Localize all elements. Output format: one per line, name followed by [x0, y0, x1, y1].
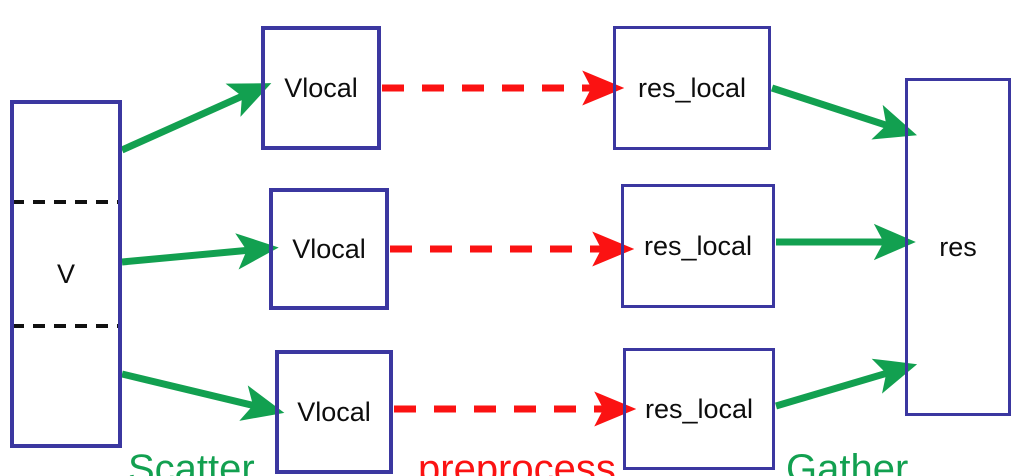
res-local-box-row-1[interactable]: res_local: [613, 26, 771, 150]
vlocal-box-row-1[interactable]: Vlocal: [261, 26, 381, 150]
result-vector-res[interactable]: res: [905, 78, 1011, 416]
res-local-box-row-3[interactable]: res_local: [623, 348, 775, 470]
res-local-box-row-2[interactable]: res_local: [621, 184, 775, 308]
gather-arrow-row-1: [770, 84, 917, 140]
caption-gather: Gather: [786, 447, 909, 476]
source-vector-label: V: [56, 258, 75, 289]
vlocal-box-row-3[interactable]: Vlocal: [275, 350, 393, 474]
vlocal-label-row-2: Vlocal: [292, 233, 366, 264]
scatter-arrow-row-3: [121, 370, 285, 421]
scatter-arrow-row-2: [121, 233, 279, 270]
caption-preprocess: preprocess: [418, 447, 616, 476]
source-vector-v[interactable]: V: [10, 100, 122, 448]
res-local-label-row-1: res_local: [637, 72, 747, 103]
caption-scatter: Scatter: [128, 447, 255, 476]
vlocal-box-row-2[interactable]: Vlocal: [269, 188, 389, 310]
vlocal-label-row-3: Vlocal: [297, 396, 371, 427]
res-local-label-row-3: res_local: [644, 393, 754, 424]
scatter-arrow-row-1: [120, 83, 272, 154]
vlocal-label-row-1: Vlocal: [284, 72, 358, 103]
gather-arrow-row-3: [775, 358, 918, 410]
res-local-label-row-2: res_local: [643, 230, 753, 261]
result-vector-label: res: [939, 231, 977, 262]
